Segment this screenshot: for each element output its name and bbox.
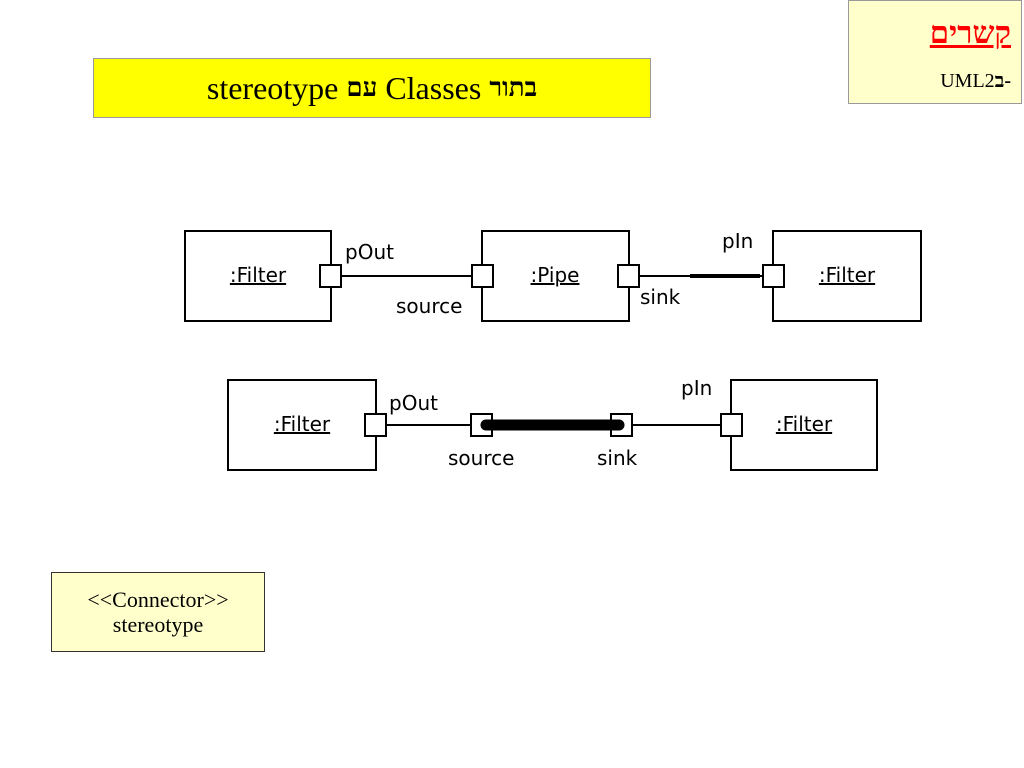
title-part-stereotype: stereotype [206,69,339,106]
diagram-with-pipe: :Filter :Pipe :Filter pOut source sink p… [184,229,922,322]
port-label-pin-2: pIn [681,376,712,400]
port-label-source-2: source [448,446,514,470]
port-pout [319,264,342,288]
port-source [471,264,494,288]
topic-subtitle: UML2ב- [940,71,1011,91]
connector-stereotype-note: <<Connector>> stereotype [51,572,265,652]
port-label-pout: pOut [345,240,394,264]
diagram-connector: :Filter :Filter pOut source sink pIn [227,376,878,471]
filter-label-right-2: :Filter [776,412,833,436]
port-pout-2 [364,413,387,437]
filter-box-left [184,230,332,322]
pipe-label: :Pipe [531,263,580,287]
port-label-sink: sink [640,285,681,309]
filter-box-right-2 [730,379,878,471]
filter-label-left: :Filter [230,263,287,287]
slide-topic-box: קשרים UML2ב- [848,0,1022,104]
port-label-source: source [396,294,462,318]
title-part-as: בתור [489,73,538,102]
filter-label-right: :Filter [819,263,876,287]
port-sink [617,264,640,288]
note-line-2: stereotype [112,612,204,637]
note-line-1: <<Connector>> [87,586,229,612]
filter-label-left-2: :Filter [274,412,331,436]
topic-subtitle-rest: UML2 [940,70,995,92]
port-pin [762,264,785,288]
port-pin-2 [720,413,743,437]
port-label-pin: pIn [722,229,753,253]
title-part-with: עם [346,73,378,102]
slide-title: stereotype עם Classes בתור [93,58,651,118]
port-label-pout-2: pOut [389,391,438,415]
port-label-sink-2: sink [597,446,638,470]
topic-title: קשרים [929,15,1011,50]
filter-box-left-2 [227,379,377,471]
title-part-classes: Classes [385,69,482,106]
topic-subtitle-prefix: ב- [994,70,1011,92]
